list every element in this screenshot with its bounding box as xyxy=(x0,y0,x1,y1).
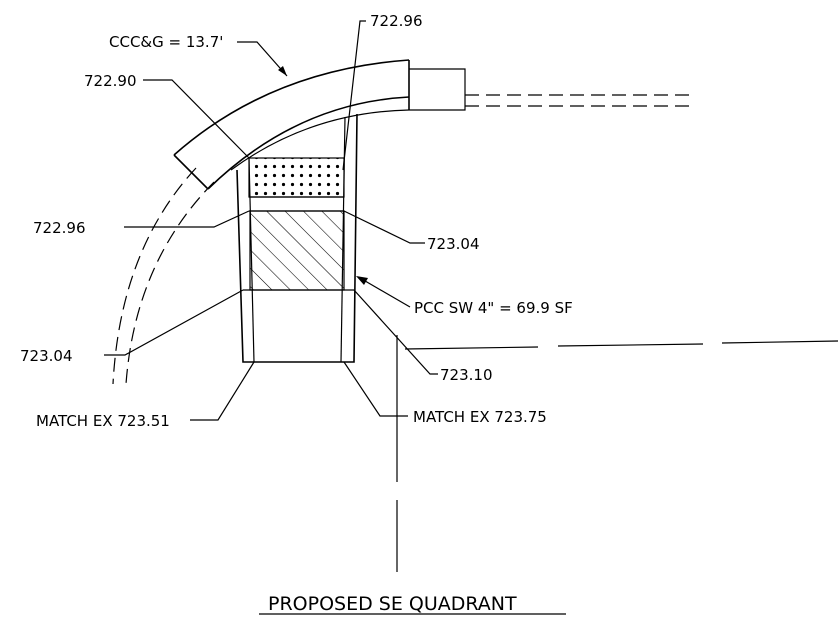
curb-ramp-hatch xyxy=(249,210,345,291)
existing-curb-dashed xyxy=(112,167,215,385)
leader-lines xyxy=(104,20,438,421)
label-elev-mid-left: 722.96 xyxy=(33,219,86,237)
label-sidewalk-area: PCC SW 4" = 69.9 SF xyxy=(414,299,573,317)
label-elev-low-right: 723.10 xyxy=(440,366,493,384)
label-curb-length: CCC&G = 13.7' xyxy=(109,33,223,51)
label-elev-top-left: 722.90 xyxy=(84,72,137,90)
elevation-labels: CCC&G = 13.7' 722.96 722.90 722.96 723.0… xyxy=(20,12,573,430)
label-elev-mid-right: 723.04 xyxy=(427,235,480,253)
centerlines xyxy=(396,335,839,572)
label-match-left: MATCH EX 723.51 xyxy=(36,412,170,430)
detectable-warning-panel xyxy=(248,157,345,198)
label-elev-top-right: 722.96 xyxy=(370,12,423,30)
curb-continuation xyxy=(409,68,690,111)
curb-and-gutter xyxy=(173,59,410,190)
label-elev-low-left: 723.04 xyxy=(20,347,73,365)
drawing-title: PROPOSED SE QUADRANT xyxy=(268,593,517,615)
label-match-right: MATCH EX 723.75 xyxy=(413,408,547,426)
